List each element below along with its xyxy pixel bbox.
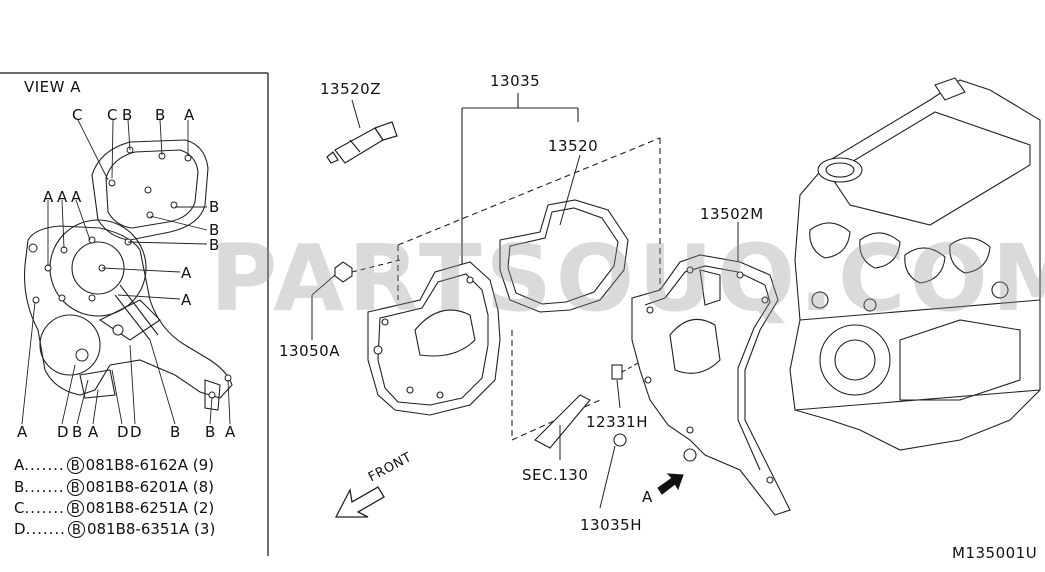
part-label-rear-cover[interactable]: 13502M <box>700 205 764 223</box>
figure-id: M135001U <box>952 544 1038 562</box>
sealant-leader <box>351 99 361 129</box>
sealant-tube <box>326 121 398 164</box>
legend-dots: ....... <box>24 456 65 474</box>
bolt-leader-2 <box>311 274 336 296</box>
plug-leader <box>599 445 616 509</box>
view-a-letter: B <box>209 198 220 216</box>
view-a-bolt-holes <box>28 146 232 399</box>
legend-part: 081B8-6251A <box>85 499 189 517</box>
legend-dots: ....... <box>24 478 65 496</box>
view-a-letter: B <box>170 423 181 441</box>
legend-qty: (8) <box>192 478 215 496</box>
view-a-letter: A <box>17 423 28 441</box>
gasket-leader <box>559 154 581 226</box>
legend-qty: (9) <box>192 456 214 474</box>
view-a-letter: B <box>122 106 133 124</box>
view-a-letter: A <box>225 423 236 441</box>
bolt-circle-icon: B <box>66 479 84 496</box>
part-label-section-ref[interactable]: SEC.130 <box>522 466 589 484</box>
view-a-cover <box>24 139 233 411</box>
stud-12331h <box>611 361 641 380</box>
part-label-gasket[interactable]: 13520 <box>548 137 599 155</box>
legend-qty: (3) <box>194 520 216 538</box>
legend-dots: ....... <box>25 520 66 538</box>
view-a-letter: D <box>57 423 70 441</box>
view-a-leaders <box>21 119 231 425</box>
view-a-letter: C <box>107 106 118 124</box>
gasket-outline <box>499 199 629 313</box>
part-label-sealant[interactable]: 13520Z <box>320 80 381 98</box>
part-label-plug[interactable]: 13035H <box>580 516 642 534</box>
legend-key: B <box>14 478 25 496</box>
view-a-arrow-label: A <box>642 488 653 506</box>
bolt-circle-icon: B <box>66 457 84 474</box>
bolt-13050a <box>334 259 401 283</box>
view-a-letter: A <box>181 264 192 282</box>
watermark: PARTSOUQ.COM <box>210 225 1045 332</box>
plug-13035h <box>613 433 627 447</box>
view-a-letter: D <box>130 423 143 441</box>
legend-key: D <box>14 520 26 538</box>
front-cover <box>367 261 501 416</box>
view-a-letter: D <box>117 423 130 441</box>
view-a-letter: A <box>181 291 192 309</box>
view-a-letter: B <box>209 221 220 239</box>
tensioner-guide <box>534 394 591 449</box>
view-a-letter: A <box>184 106 195 124</box>
front-arrow-icon <box>334 486 385 518</box>
rear-cover <box>631 254 791 516</box>
gasket-kit-bracket <box>461 93 579 268</box>
view-a-letter: A <box>43 188 54 206</box>
legend-key: A <box>14 456 25 474</box>
view-a-letter: B <box>155 106 166 124</box>
view-a-label: VIEW A <box>24 78 82 96</box>
view-a-letter: B <box>205 423 216 441</box>
view-a-letter: A <box>71 188 82 206</box>
view-a-letter: B <box>209 236 220 254</box>
stud-leader <box>616 379 621 409</box>
bolt-circle-icon: B <box>66 500 84 517</box>
view-a-letter: C <box>72 106 83 124</box>
view-a-letter: B <box>72 423 83 441</box>
view-a-letter: A <box>57 188 68 206</box>
legend-part: 081B8-6351A <box>86 520 190 538</box>
legend-part: 081B8-6162A <box>85 456 188 474</box>
bolt-circle-icon: B <box>67 521 85 538</box>
legend-dots: ....... <box>24 499 65 517</box>
part-label-bolt[interactable]: 13050A <box>279 342 340 360</box>
legend-key: C <box>14 499 25 517</box>
view-a-letter: A <box>88 423 99 441</box>
part-label-stud[interactable]: 12331H <box>586 413 648 431</box>
view-a-arrow-icon <box>657 473 684 495</box>
legend-qty: (2) <box>192 499 215 517</box>
part-label-gasket-kit[interactable]: 13035 <box>490 72 541 90</box>
legend-part: 081B8-6201A <box>85 478 188 496</box>
engine-block <box>789 77 1041 451</box>
